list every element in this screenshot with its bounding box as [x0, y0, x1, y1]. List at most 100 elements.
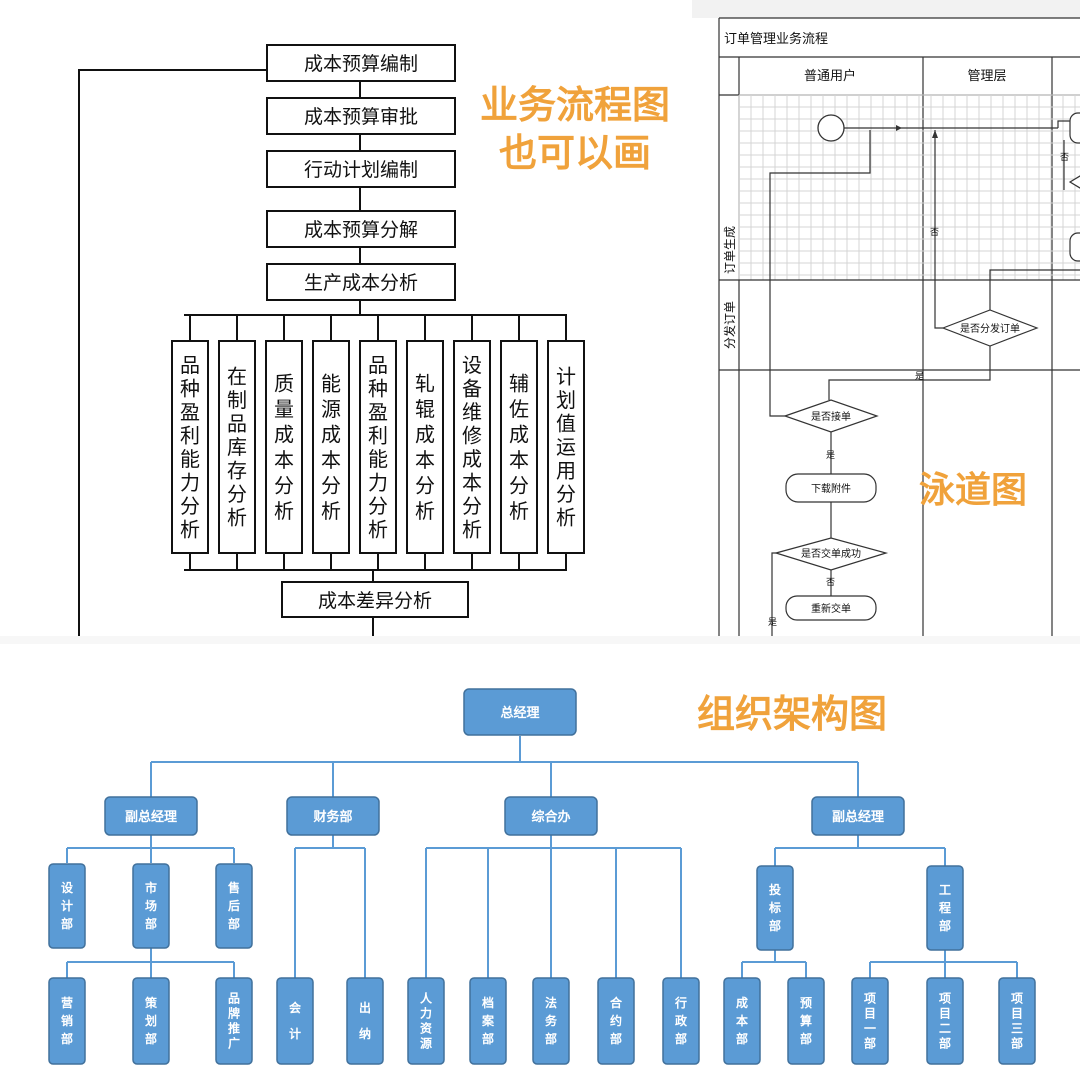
- org-level3: [926, 977, 964, 1065]
- branch-step-char: 分: [274, 473, 294, 497]
- decision-submit-label: 是否交单成功: [801, 547, 861, 560]
- branch-step-char: 维: [462, 400, 482, 424]
- org-level2-char: 投: [769, 882, 781, 897]
- flow-step-label: 行动计划编制: [304, 159, 418, 181]
- branch-step-char: 划: [556, 388, 576, 412]
- org-level3-char: 会: [289, 1000, 302, 1015]
- org-chart: 总经理副总经理财务部综合办副总经理设计部市场部售后部投标部工程部营销部策划部品牌…: [48, 688, 1036, 1065]
- lane-header-user: 普通用户: [804, 68, 856, 84]
- branch-step-char: 辅: [509, 371, 529, 395]
- org-level3-char: 营: [61, 995, 73, 1010]
- flow-step-label: 成本预算编制: [304, 53, 418, 75]
- branch-step-char: 品: [180, 353, 200, 377]
- org-level1: [104, 796, 198, 836]
- branch-step-char: 成: [274, 422, 294, 446]
- org-level3-char: 合: [610, 995, 623, 1010]
- flow-step-label: 成本预算分解: [304, 219, 418, 241]
- branch-step-char: 本: [462, 470, 482, 494]
- org-level3-char: 牌: [228, 1006, 240, 1021]
- branch-step-char: 盈: [180, 400, 200, 424]
- org-level2-char: 部: [61, 916, 73, 931]
- branch-step-char: 析: [321, 499, 341, 523]
- branch-step-char: 本: [321, 448, 341, 472]
- edge-no-mgr: 否: [930, 227, 939, 238]
- branch-step-char: 析: [227, 506, 247, 530]
- org-level3-char: 品: [228, 992, 240, 1006]
- branch-step-char: 析: [180, 517, 200, 541]
- branch-step-char: 计: [556, 365, 576, 389]
- org-level2-char: 部: [939, 918, 951, 933]
- branch-step-char: 备: [462, 376, 482, 400]
- branch-step-char: 利: [368, 423, 388, 447]
- branch-step-char: 成: [415, 422, 435, 446]
- branch-step-char: 成: [321, 422, 341, 446]
- branch-step-char: 制: [227, 388, 247, 412]
- org-level3-char: 三: [1011, 1022, 1023, 1036]
- branch-step-char: 量: [274, 397, 294, 421]
- branch-step: [218, 340, 256, 554]
- org-level2: [48, 863, 86, 949]
- org-level3-char: 行: [674, 995, 687, 1010]
- branch-step: [406, 340, 444, 554]
- org-level3: [597, 977, 635, 1065]
- org-level1: [811, 796, 905, 836]
- branch-step-char: 分: [556, 482, 576, 506]
- edge-yes-dispatch: 是: [915, 371, 924, 382]
- org-level3-char: 部: [610, 1031, 622, 1046]
- branch-step-char: 源: [321, 397, 341, 421]
- org-level1-label: 副总经理: [125, 809, 177, 825]
- flow-step-label: 成本预算审批: [304, 106, 418, 128]
- branch-step-char: 种: [368, 376, 388, 400]
- org-root-label: 总经理: [500, 705, 539, 721]
- org-level1: [504, 796, 598, 836]
- branch-step-char: 析: [556, 506, 576, 530]
- org-level1-label: 综合办: [531, 809, 570, 825]
- org-level3-char: 计: [289, 1026, 301, 1041]
- branch-step-char: 本: [415, 448, 435, 472]
- resubmit-label: 重新交单: [811, 602, 851, 615]
- branch-step-char: 力: [368, 470, 388, 494]
- window-strip: [692, 0, 1080, 18]
- branch-step: [312, 340, 350, 554]
- org-level3: [407, 977, 445, 1065]
- download-label: 下载附件: [811, 482, 851, 495]
- org-level1-label: 副总经理: [832, 809, 884, 825]
- branch-step-char: 品: [368, 353, 388, 377]
- org-level3-char: 部: [61, 1031, 73, 1046]
- org-level3-char: 务: [545, 1013, 558, 1028]
- org-level3-char: 算: [800, 1013, 812, 1028]
- branch-step-char: 分: [462, 494, 482, 518]
- branch-step-char: 分: [180, 494, 200, 518]
- org-level3-char: 部: [1011, 1036, 1023, 1051]
- org-level1-label: 财务部: [313, 809, 352, 825]
- org-level3-char: 划: [145, 1013, 157, 1028]
- branch-step: [171, 340, 209, 554]
- org-level3-char: 档: [482, 995, 494, 1010]
- org-level2: [926, 865, 964, 951]
- branch-step-char: 质: [274, 371, 294, 395]
- org-level3-char: 目: [1011, 1007, 1023, 1021]
- decision-submit: [773, 537, 889, 571]
- branch-step-char: 本: [509, 448, 529, 472]
- edge-no-right: 否: [1060, 152, 1069, 163]
- org-level3-char: 本: [736, 1013, 748, 1028]
- branch-step-char: 析: [509, 499, 529, 523]
- org-level3-char: 策: [145, 995, 158, 1010]
- resubmit-step: [785, 595, 877, 621]
- org-level1: [286, 796, 380, 836]
- branch-step-char: 能: [321, 371, 341, 395]
- org-level3-char: 项: [864, 992, 876, 1006]
- org-level2-char: 程: [939, 900, 951, 915]
- edge-yes-accept: 是: [826, 450, 835, 461]
- branch-step-char: 分: [321, 473, 341, 497]
- edge-no-submit: 否: [826, 577, 835, 588]
- org-level3-char: 部: [675, 1031, 687, 1046]
- org-level3-char: 部: [939, 1036, 951, 1051]
- org-level2-char: 标: [768, 900, 781, 915]
- edge-yes-submit: 是: [768, 617, 777, 628]
- swimlane-label: 泳道图: [919, 470, 1027, 511]
- org-level3: [469, 977, 507, 1065]
- swimlane-title: 订单管理业务流程: [724, 31, 828, 47]
- org-level2: [756, 865, 794, 951]
- row-label-dispatch: 分发订单: [722, 301, 737, 349]
